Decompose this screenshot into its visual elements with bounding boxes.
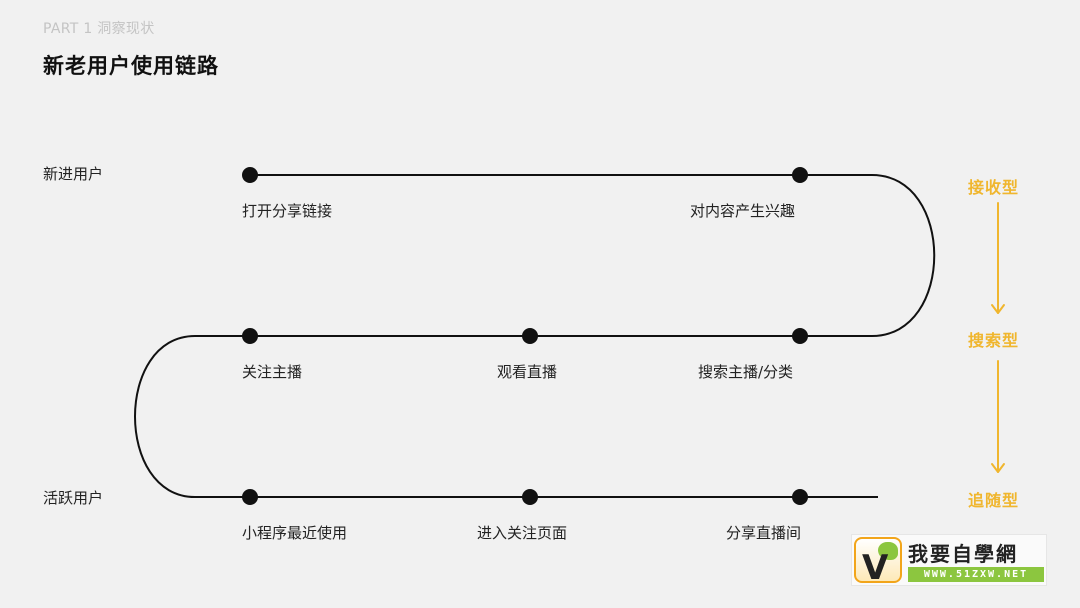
node-dot [242, 328, 258, 344]
arrow-head-icon [991, 304, 1005, 314]
journey-line [134, 174, 936, 498]
node-dot [792, 489, 808, 505]
v-letter-icon: V [862, 548, 889, 583]
node-label-recent-use: 小程序最近使用 [242, 524, 348, 542]
node-dot [522, 489, 538, 505]
node-dot [792, 167, 808, 183]
node-label-search: 搜索主播/分类 [698, 363, 794, 381]
section-label: PART 1 洞察现状 [43, 21, 155, 37]
page-title: 新老用户使用链路 [43, 54, 219, 78]
node-dot [792, 328, 808, 344]
node-label-follow-page: 进入关注页面 [477, 524, 568, 542]
node-label-follow-anchor: 关注主播 [242, 363, 303, 381]
leaf-icon [878, 542, 898, 560]
node-dot [242, 489, 258, 505]
node-dot [242, 167, 258, 183]
node-label-watch-live: 观看直播 [497, 363, 558, 381]
node-label-open-share-link: 打开分享链接 [242, 202, 333, 220]
arrow-head-icon [991, 463, 1005, 473]
watermark-logo: V 我要自學網 WWW.51ZXW.NET [851, 534, 1047, 586]
node-dot [522, 328, 538, 344]
logo-badge-icon: V [854, 537, 902, 583]
row-label-new-users: 新进用户 [43, 165, 104, 183]
type-label-search: 搜索型 [968, 331, 1020, 350]
logo-url: WWW.51ZXW.NET [908, 567, 1044, 582]
node-label-share-room: 分享直播间 [726, 524, 802, 542]
node-label-interest: 对内容产生兴趣 [690, 202, 796, 220]
type-label-receive: 接收型 [968, 178, 1020, 197]
row-label-active-users: 活跃用户 [43, 489, 104, 507]
type-label-follow: 追随型 [968, 491, 1020, 510]
logo-text: 我要自學網 [908, 542, 1018, 566]
